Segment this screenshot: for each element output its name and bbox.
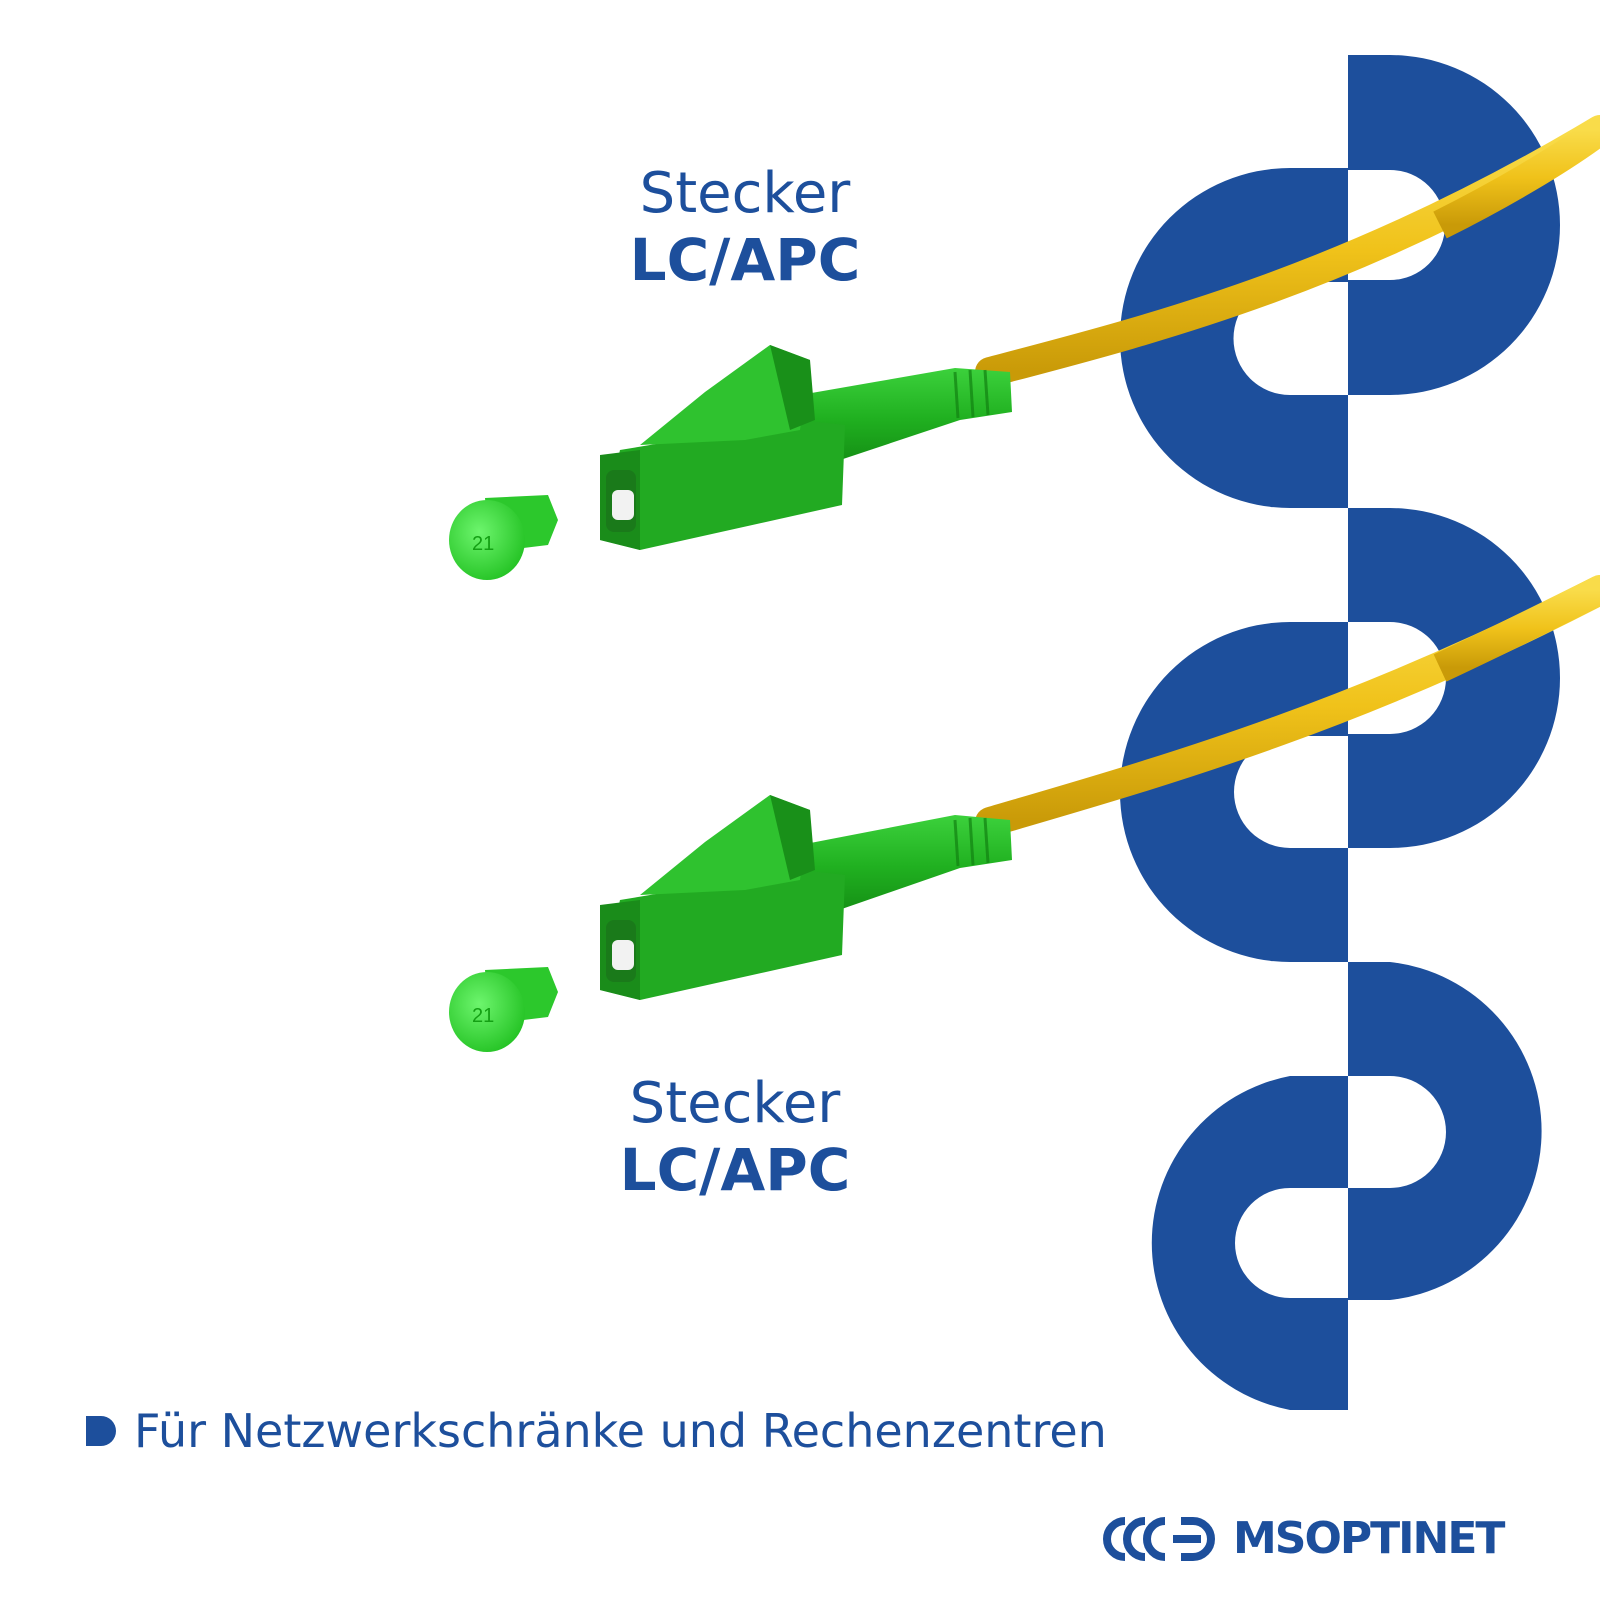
connector-title-top: Stecker	[639, 161, 851, 226]
cap-marking-top: 21	[472, 533, 494, 555]
connector-body-bottom	[600, 870, 845, 1000]
d-bullet-icon	[86, 1416, 116, 1446]
connector-assembly-bottom: 21	[449, 575, 1600, 1052]
chain-segment-low-left	[1151, 1076, 1348, 1410]
chain-segment-low	[1348, 962, 1542, 1300]
dust-cap-top: 21	[449, 495, 558, 580]
ferrule-top	[612, 490, 634, 520]
brand-name: MSOPTINET	[1233, 1513, 1505, 1564]
boot-bottom	[800, 815, 1012, 920]
chain-segment-top-left	[1120, 168, 1348, 508]
ferrule-bottom	[612, 940, 634, 970]
boot-top	[800, 368, 1012, 470]
brand-logo: MSOPTINET	[1095, 1513, 1505, 1564]
feature-text: Für Netzwerkschränke und Rechenzentren	[134, 1404, 1107, 1458]
connector-assembly-top: 21	[449, 115, 1600, 580]
connector-title-bottom: Stecker	[629, 1071, 841, 1136]
latch-bottom	[640, 795, 810, 895]
cable-front-overlap-top	[1433, 117, 1600, 239]
latch-top	[640, 345, 810, 445]
connector-label-top: Stecker LC/APC	[590, 161, 900, 294]
connector-type-top: LC/APC	[629, 225, 861, 294]
dust-cap-bottom: 21	[449, 967, 558, 1052]
feature-line: Für Netzwerkschränke und Rechenzentren	[86, 1404, 1107, 1458]
chain-logo-icon	[1103, 1516, 1215, 1561]
connector-type-bottom: LC/APC	[619, 1135, 851, 1204]
cap-marking-bottom: 21	[472, 1005, 494, 1027]
connector-label-bottom: Stecker LC/APC	[580, 1071, 890, 1204]
connector-body-top	[600, 420, 845, 550]
chain-segment-mid-left	[1120, 622, 1348, 962]
